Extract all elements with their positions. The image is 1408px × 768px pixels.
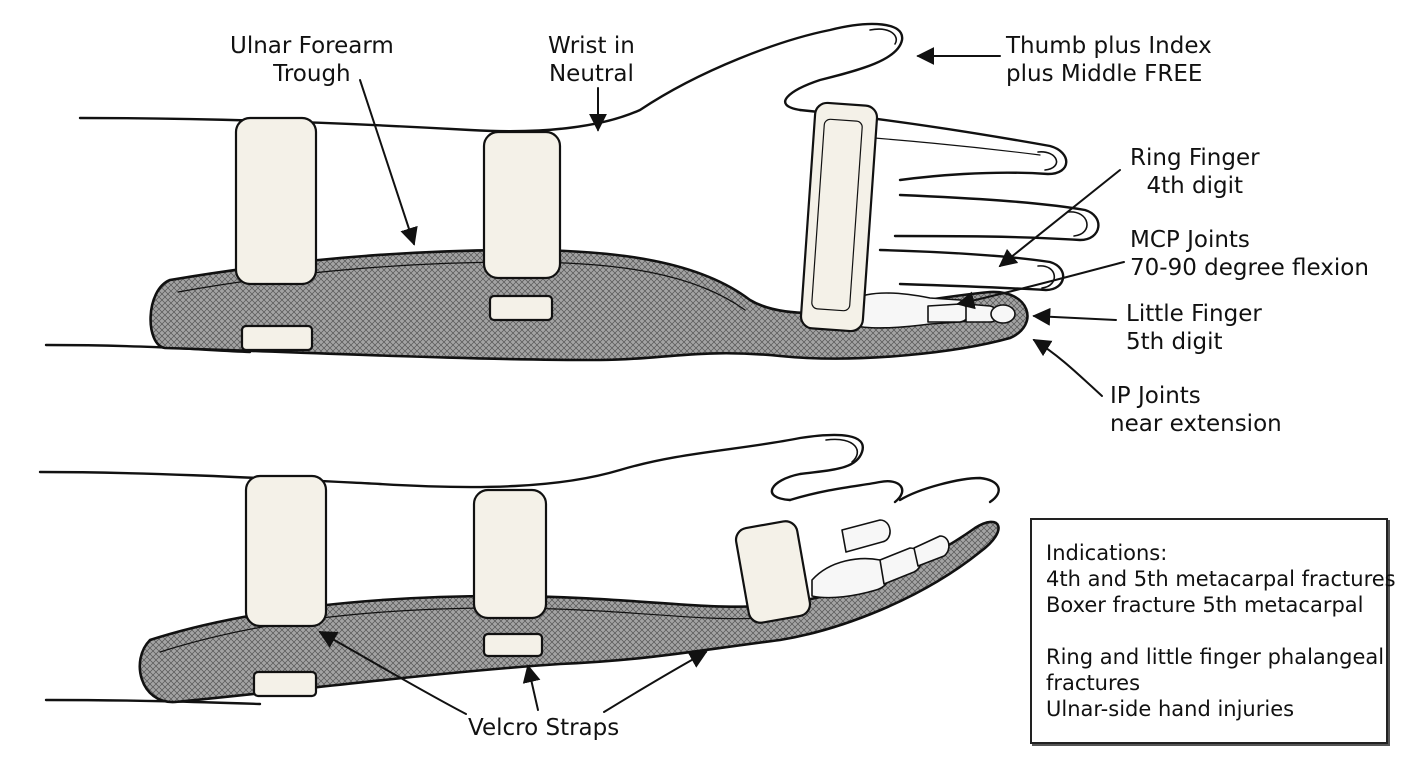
- label-ring-line2: 4th digit: [1146, 173, 1244, 199]
- label-velcro-straps: Velcro Straps: [468, 714, 619, 742]
- label-thumb-line2: plus Middle FREE: [1006, 61, 1203, 87]
- label-mcp-joints: MCP Joints 70-90 degree flexion: [1130, 226, 1369, 282]
- label-ip-line1: IP Joints: [1110, 383, 1201, 409]
- indications-box: Indications: 4th and 5th metacarpal frac…: [1030, 518, 1396, 744]
- indication-item: Ulnar-side hand injuries: [1046, 697, 1295, 721]
- top-straps: [234, 101, 879, 352]
- label-ulnar-line2: Trough: [273, 61, 351, 87]
- label-wrist-neutral: Wrist in Neutral: [548, 32, 635, 88]
- label-ring-finger: Ring Finger 4th digit: [1130, 144, 1260, 200]
- label-little-finger: Little Finger 5th digit: [1126, 300, 1262, 356]
- label-ip-line2: near extension: [1110, 411, 1282, 437]
- label-thumb-index-middle: Thumb plus Index plus Middle FREE: [1006, 32, 1212, 88]
- label-wrist-line2: Neutral: [548, 61, 634, 87]
- indications-heading: Indications:: [1046, 541, 1168, 565]
- label-ulnar-forearm-trough: Ulnar Forearm Trough: [230, 32, 394, 88]
- indication-spacer: [1046, 618, 1386, 644]
- indication-item: Ring and little finger phalangeal: [1046, 645, 1385, 669]
- label-velcro: Velcro Straps: [468, 715, 620, 741]
- callout-arrows: [318, 47, 1125, 715]
- bottom-straps: [244, 474, 812, 698]
- top-finger-bones: [851, 292, 1016, 329]
- label-ring-line1: Ring Finger: [1130, 145, 1260, 171]
- indication-item: fractures: [1046, 671, 1141, 695]
- label-ulnar-line1: Ulnar Forearm: [230, 33, 394, 59]
- indication-item: 4th and 5th metacarpal fractures: [1046, 567, 1396, 591]
- label-ip-joints: IP Joints near extension: [1110, 382, 1282, 438]
- label-little-line1: Little Finger: [1126, 301, 1262, 327]
- indication-item: Boxer fracture 5th metacarpal: [1046, 593, 1364, 617]
- label-wrist-line1: Wrist in: [548, 33, 635, 59]
- bottom-hand-bones: [811, 519, 950, 599]
- label-mcp-line2: 70-90 degree flexion: [1130, 255, 1369, 281]
- label-thumb-line1: Thumb plus Index: [1006, 33, 1212, 59]
- label-little-line2: 5th digit: [1126, 329, 1223, 355]
- label-mcp-line1: MCP Joints: [1130, 227, 1250, 253]
